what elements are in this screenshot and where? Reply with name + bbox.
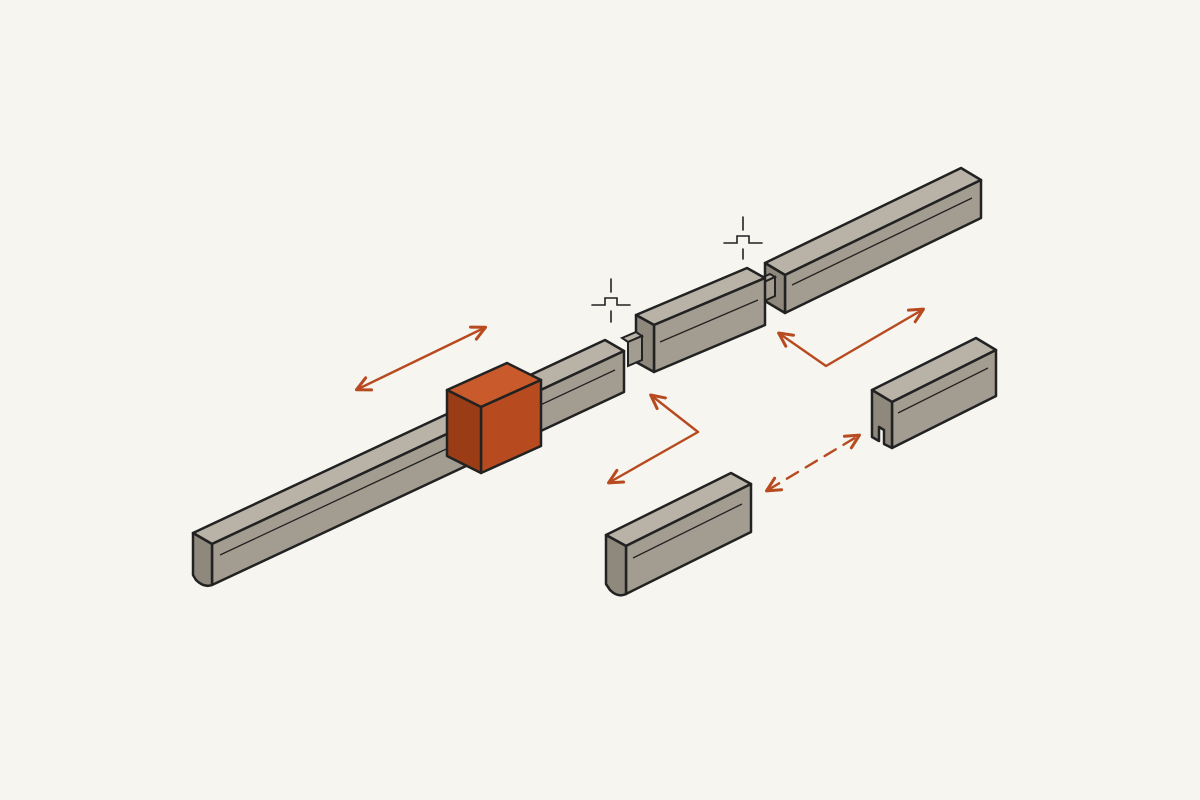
joint-marker-left bbox=[591, 278, 631, 323]
channel-bar bbox=[870, 336, 998, 450]
sliding-collar bbox=[445, 361, 543, 475]
connector-pin-left bbox=[619, 330, 645, 368]
main-rail bbox=[191, 338, 626, 588]
right-rail bbox=[763, 166, 983, 315]
middle-segment bbox=[634, 266, 767, 374]
collar-slide-arrow bbox=[354, 325, 488, 392]
loose-bar bbox=[604, 471, 753, 597]
segment-move-arrow bbox=[607, 393, 700, 485]
swap-arrow bbox=[765, 433, 861, 493]
rail-connect-arrow bbox=[777, 307, 925, 368]
joint-marker-right bbox=[723, 216, 763, 260]
